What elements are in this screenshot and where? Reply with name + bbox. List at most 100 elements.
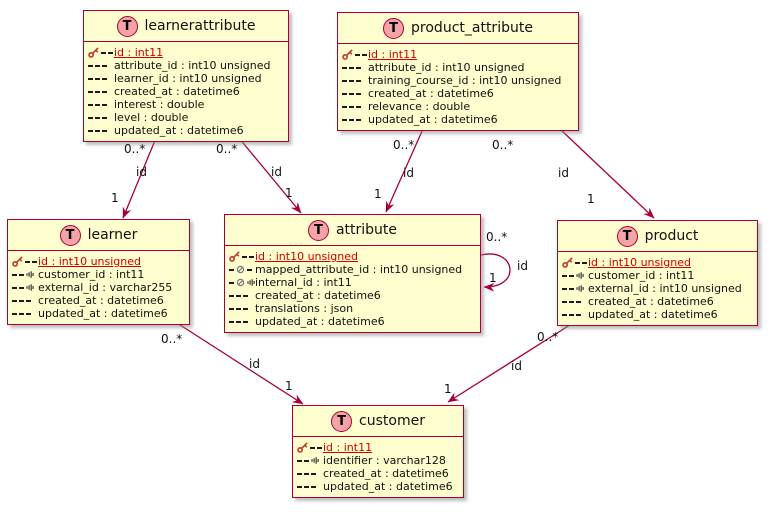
cardinality-target-label: 1: [285, 379, 293, 393]
table-spot-icon: T: [616, 225, 638, 247]
field-icons: [342, 66, 368, 69]
index-icon: [576, 285, 584, 292]
column-dash-icon: [102, 103, 107, 106]
field-row: created_at : datetime6: [229, 289, 477, 302]
field-icons: [562, 313, 588, 316]
field-row: interest : double: [88, 98, 285, 111]
field-text-primary-key: id : int10 unsigned: [588, 256, 692, 269]
field-icons: [229, 294, 255, 297]
cardinality-target-label: 1: [587, 192, 595, 206]
column-dash-icon: [355, 53, 360, 56]
column-dash-icon: [95, 64, 100, 67]
cardinality-target-label: 1: [489, 271, 497, 285]
column-dash-icon: [236, 320, 241, 323]
field-icons: [297, 442, 323, 453]
field-icons: [229, 307, 255, 310]
column-dash-icon: [575, 261, 580, 264]
field-text: updated_at : datetime6: [114, 124, 244, 137]
primary-key-icon: [342, 49, 353, 60]
cardinality-source-label: 0..*: [486, 230, 508, 244]
table-title: customer: [359, 413, 425, 429]
index-icon: [26, 284, 34, 291]
field-row: attribute_id : int10 unsigned: [342, 61, 575, 74]
column-dash-icon: [356, 92, 361, 95]
field-text: updated_at : datetime6: [368, 113, 498, 126]
field-row: customer_id : int11: [12, 268, 186, 281]
column-dash-icon: [25, 260, 30, 263]
column-dash-icon: [102, 116, 107, 119]
column-dash-icon: [297, 459, 302, 462]
cardinality-target-label: 1: [285, 186, 293, 200]
relation-name-label: id: [271, 165, 282, 179]
field-icons: [342, 105, 368, 108]
column-dash-icon: [249, 255, 254, 258]
column-dash-icon: [562, 287, 567, 290]
column-dash-icon: [576, 313, 581, 316]
cardinality-source-label: 0..*: [492, 138, 514, 152]
field-icons: [562, 257, 588, 268]
nullable-icon: [236, 278, 245, 287]
field-row: attribute_id : int10 unsigned: [88, 59, 285, 72]
column-dash-icon: [12, 273, 17, 276]
relation-line-learnerattribute-attribute: [238, 137, 302, 214]
field-text: learner_id : int10 unsigned: [114, 72, 262, 85]
field-icons: [88, 64, 114, 67]
column-dash-icon: [342, 118, 347, 121]
field-text: training_course_id : int10 unsigned: [368, 74, 562, 87]
field-icons: [88, 129, 114, 132]
column-dash-icon: [102, 77, 107, 80]
column-dash-icon: [19, 312, 24, 315]
index-icon: [26, 271, 34, 278]
table-spot-letter: T: [389, 20, 398, 36]
index-icon: [311, 457, 319, 464]
column-dash-icon: [349, 66, 354, 69]
cardinality-target-label: 1: [111, 191, 119, 205]
table-spot-letter: T: [65, 227, 75, 243]
relation-name-label: id: [511, 359, 522, 373]
field-icons: [342, 92, 368, 95]
field-icons: [12, 312, 38, 315]
field-row: identifier : varchar128: [297, 454, 460, 467]
field-icons: [12, 283, 38, 292]
cardinality-source-label: 0..*: [161, 332, 183, 346]
field-row: created_at : datetime6: [342, 87, 575, 100]
column-dash-icon: [342, 79, 347, 82]
field-text: external_id : int10 unsigned: [588, 282, 742, 295]
table-spot-icon: T: [59, 224, 81, 246]
field-icons: [562, 300, 588, 303]
column-dash-icon: [88, 77, 93, 80]
column-dash-icon: [102, 129, 107, 132]
column-dash-icon: [342, 105, 347, 108]
column-dash-icon: [95, 103, 100, 106]
primary-key-icon: [88, 47, 99, 58]
field-row: updated_at : datetime6: [342, 113, 575, 126]
column-dash-icon: [311, 485, 316, 488]
field-text: external_id : varchar255: [38, 281, 173, 294]
relation-name-label: id: [136, 165, 147, 179]
column-dash-icon: [12, 299, 17, 302]
cardinality-source-label: 0..*: [124, 142, 146, 156]
column-dash-icon: [243, 307, 248, 310]
column-dash-icon: [576, 300, 581, 303]
field-text-primary-key: id : int11: [323, 441, 373, 454]
column-dash-icon: [236, 294, 241, 297]
column-dash-icon: [304, 472, 309, 475]
nullable-icon: [236, 265, 245, 274]
index-icon: [247, 279, 255, 286]
column-dash-icon: [569, 313, 574, 316]
column-dash-icon: [88, 103, 93, 106]
field-icons: [342, 79, 368, 82]
column-dash-icon: [95, 129, 100, 132]
column-dash-icon: [19, 299, 24, 302]
relation-name-label: id: [403, 166, 414, 180]
column-dash-icon: [349, 105, 354, 108]
